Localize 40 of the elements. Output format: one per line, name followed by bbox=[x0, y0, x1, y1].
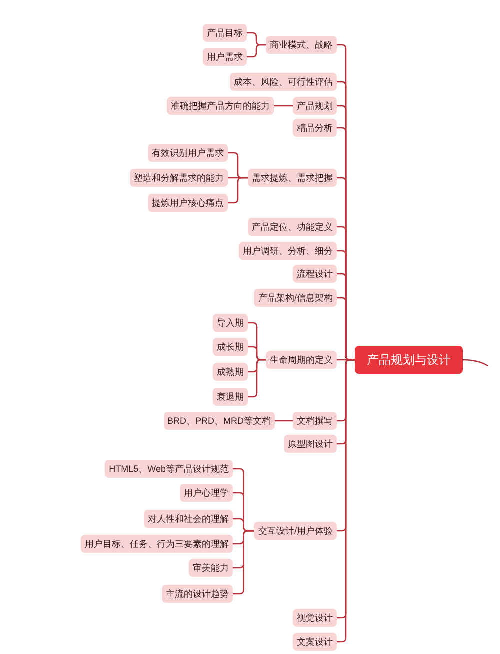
subtopic-box: 审美能力 bbox=[189, 559, 233, 577]
subtopic-box: 主流的设计趋势 bbox=[162, 585, 233, 603]
connector-line bbox=[274, 105, 293, 107]
subtopic-box: 用户目标、任务、行为三要素的理解 bbox=[81, 535, 233, 553]
topic-box: 成本、风险、可行性评估 bbox=[230, 73, 337, 91]
topic-box: 交互设计/用户体验 bbox=[254, 522, 337, 540]
subtopic-box: 塑造和分解需求的能力 bbox=[130, 169, 228, 187]
subtopic-box: 衰退期 bbox=[213, 388, 248, 406]
topic-box: 产品架构/信息架构 bbox=[254, 289, 337, 307]
connector-line bbox=[248, 359, 266, 398]
topic-box: 产品定位、功能定义 bbox=[248, 218, 337, 236]
subtopic-box: 成熟期 bbox=[213, 363, 248, 381]
topic-box: 文案设计 bbox=[293, 633, 337, 651]
subtopic-box: 提炼用户核心痛点 bbox=[148, 194, 228, 212]
subtopic-box: 产品目标 bbox=[203, 24, 247, 42]
subtopic-box: 用户心理学 bbox=[180, 484, 233, 502]
subtopic-box: 导入期 bbox=[213, 314, 248, 332]
topic-box: 用户调研、分析、细分 bbox=[239, 242, 337, 260]
topic-box: 需求提炼、需求把握 bbox=[248, 169, 337, 187]
subtopic-box: HTML5、Web等产品设计规范 bbox=[105, 460, 233, 478]
connector-line bbox=[247, 44, 266, 58]
topic-box: 商业模式、战略 bbox=[266, 36, 337, 54]
connector-line bbox=[228, 177, 248, 204]
subtopic-box: 准确把握产品方向的能力 bbox=[167, 97, 274, 115]
connector-line bbox=[462, 359, 488, 367]
topic-box: 生命周期的定义 bbox=[266, 351, 337, 369]
subtopic-box: 对人性和社会的理解 bbox=[144, 510, 233, 528]
topic-box: 原型图设计 bbox=[284, 435, 337, 453]
topic-box: 产品规划 bbox=[293, 97, 337, 115]
topic-box: 文档撰写 bbox=[293, 412, 337, 430]
subtopic-box: 成长期 bbox=[213, 338, 248, 356]
subtopic-box: 用户需求 bbox=[203, 48, 247, 66]
central-topic-box: 产品规划与设计 bbox=[355, 346, 463, 374]
subtopic-box: 有效识别用户需求 bbox=[148, 144, 228, 162]
connector-line bbox=[233, 530, 254, 595]
topic-box: 精品分析 bbox=[293, 119, 337, 137]
subtopic-box: BRD、PRD、MRD等文档 bbox=[164, 412, 275, 430]
topic-box: 流程设计 bbox=[293, 265, 337, 283]
connector-line bbox=[275, 420, 293, 422]
topic-box: 视觉设计 bbox=[293, 609, 337, 627]
